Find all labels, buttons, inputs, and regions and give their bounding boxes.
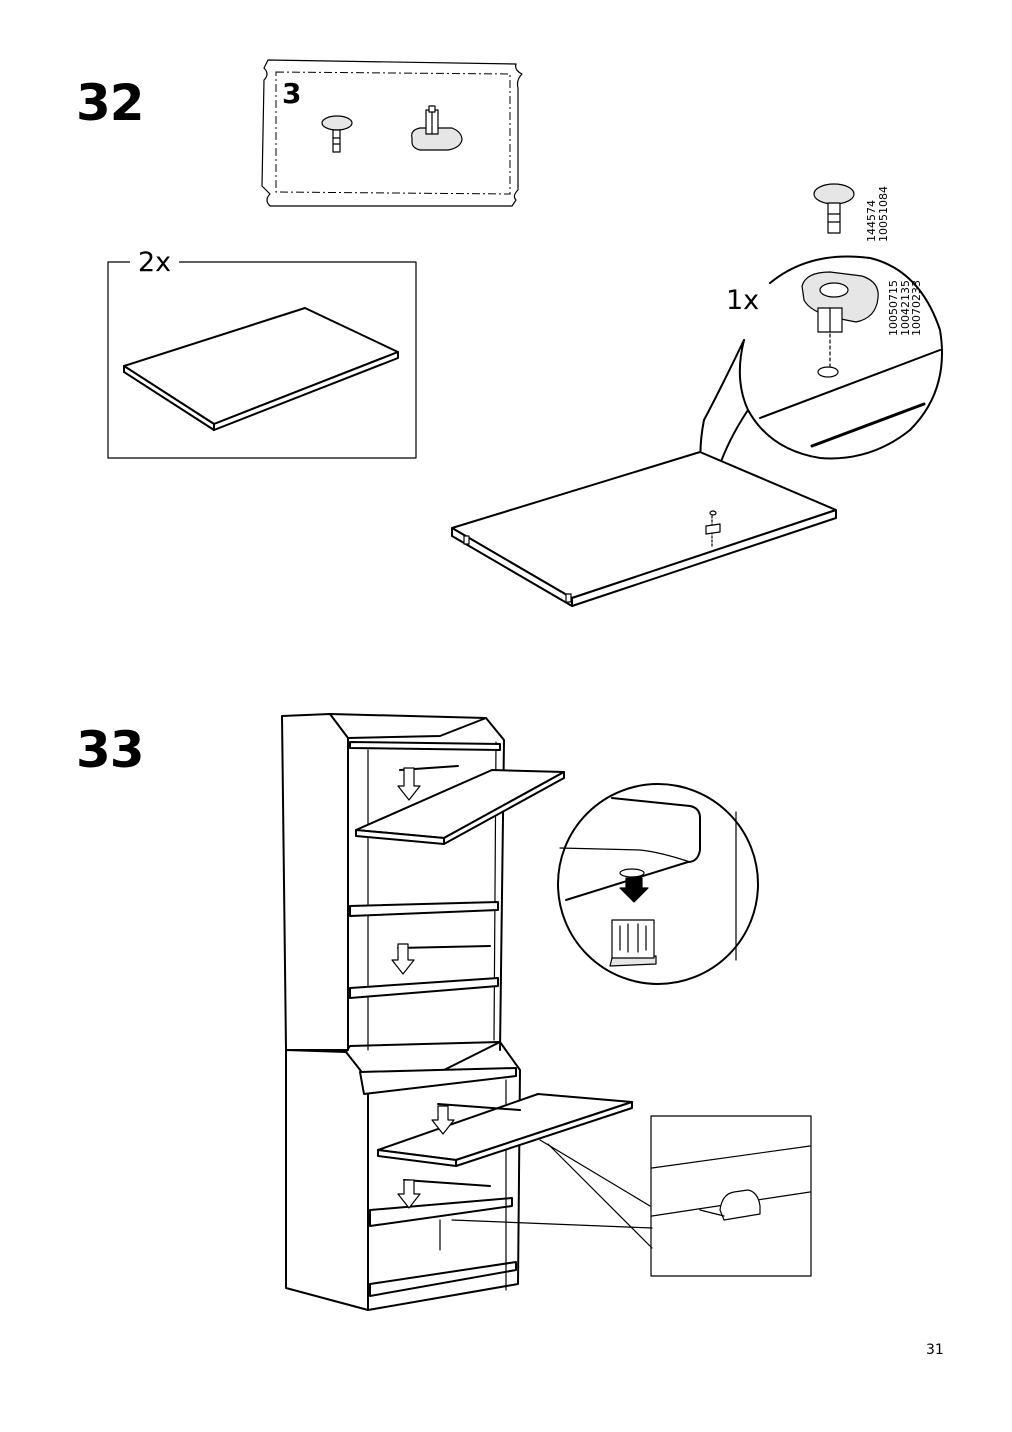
quantity-1x: 1x (726, 285, 760, 316)
quantity-2x: 2x (130, 249, 180, 276)
step-number-33: 33 (76, 721, 145, 779)
bag-number: 3 (282, 77, 302, 110)
step-number-32: 32 (76, 74, 145, 132)
page-number: 31 (926, 1342, 944, 1358)
